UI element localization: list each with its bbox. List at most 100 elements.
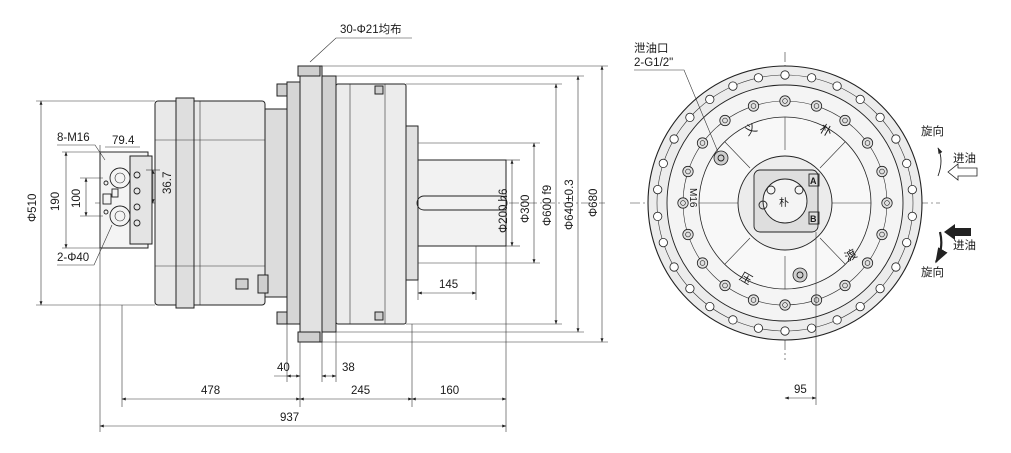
rotation-arrow-bottom — [935, 231, 948, 264]
dim-95: 95 — [794, 384, 807, 396]
pilots-label: 2-Φ40 — [57, 252, 89, 264]
outer-bolt-holes — [653, 70, 917, 336]
inner-bolt-hole-core — [782, 302, 788, 308]
inner-bolt-hole-core — [879, 168, 885, 175]
gearbox-flange — [276, 65, 419, 343]
inner-bolt-hole — [839, 279, 851, 292]
inner-bolt-hole — [747, 100, 760, 112]
inner-bolt-hole — [861, 137, 874, 149]
inner-bolt-hole-core — [750, 103, 757, 109]
outer-bolt-hole — [728, 315, 738, 325]
dim-600: Φ600 f9 — [542, 185, 554, 226]
outer-bolt-hole — [902, 158, 912, 168]
dim-38: 38 — [342, 362, 355, 374]
inner-bolt-hole-core — [813, 297, 820, 303]
right-dims: Φ200 h6 Φ300 Φ600 f9 Φ640±0.3 Φ680 — [322, 65, 608, 343]
inner-bolt-hole — [810, 294, 823, 306]
inner-bolt-hole-core — [685, 168, 691, 175]
inner-bolt-hole — [876, 165, 888, 178]
dim-36-7: 36.7 — [162, 172, 174, 194]
holes-callout: 30-Φ21均布 — [309, 23, 412, 63]
inner-bolt-hole-core — [685, 231, 691, 238]
valve-block — [99, 151, 153, 249]
outer-bolt-hole — [658, 158, 668, 168]
outer-bolt-hole — [685, 283, 695, 294]
outer-bolt-hole — [705, 301, 715, 312]
inner-bolt-hole — [696, 257, 709, 269]
dim-510: Φ510 — [27, 194, 39, 222]
inner-bolt-hole-core — [782, 98, 788, 104]
left-dims: 190 100 Φ510 — [27, 100, 155, 306]
outer-bolt-hole — [902, 238, 912, 248]
inlet-arrow-top — [947, 163, 978, 181]
inlet-label-top: 进油 — [953, 151, 976, 165]
outer-bolt-hole — [753, 73, 764, 83]
bottom-dims: 40 38 478 245 160 937 — [99, 246, 507, 432]
outer-bolt-hole — [653, 211, 663, 221]
dim-245: 245 — [351, 385, 370, 397]
port-a-label: A — [810, 176, 817, 186]
dim-680: Φ680 — [588, 189, 600, 217]
inner-bolt-hole-core — [842, 282, 848, 289]
inner-bolt-hole-core — [722, 282, 728, 289]
outer-bolt-hole — [705, 94, 715, 105]
inner-bolt-hole-core — [699, 260, 706, 266]
outer-bolt-hole — [891, 134, 901, 144]
inner-bolt-hole — [719, 114, 731, 127]
inner-bolt-hole — [861, 257, 874, 269]
inner-bolt-hole-core — [699, 140, 706, 146]
dim-190: 190 — [50, 192, 62, 211]
inlet-arrow-bottom — [944, 224, 971, 240]
inner-bolt-hole-core — [879, 231, 885, 238]
dim-145: 145 — [439, 279, 458, 291]
inner-bolt-hole-core — [750, 297, 757, 303]
port-b-box — [808, 211, 820, 225]
dim-300: Φ300 — [520, 195, 532, 223]
outer-bolt-hole — [891, 262, 901, 272]
dim-40: 40 — [277, 362, 290, 374]
front-view: A B 朴 义 朴 渡 压 M16 泄油口 2-G1/2" 95 — [630, 41, 978, 405]
outer-bolt-hole — [875, 112, 885, 123]
inner-bolt-hole-core — [864, 260, 871, 266]
inner-bolt-hole — [881, 197, 893, 209]
inner-bolt-hole — [779, 299, 791, 311]
inner-bolt-holes — [677, 95, 893, 311]
ports-label: 8-M16 — [57, 132, 90, 144]
dim-640: Φ640±0.3 — [564, 179, 576, 230]
hub-center-char: 朴 — [779, 196, 789, 209]
dim-160: 160 — [440, 385, 459, 397]
output-shaft — [416, 159, 508, 247]
drain-label-1: 泄油口 — [634, 41, 669, 55]
outer-bolt-hole — [653, 185, 663, 195]
rotation-arrow-top — [937, 147, 943, 177]
hub-port-3 — [758, 200, 768, 210]
side-view: 30-Φ21均布 8-M16 79.4 2-Φ40 36.7 190 — [27, 23, 608, 432]
inner-bolt-hole — [747, 294, 760, 306]
drain-label-2: 2-G1/2" — [634, 57, 673, 69]
inner-bolt-hole — [677, 197, 689, 209]
hub-port-1 — [766, 185, 776, 195]
outer-bolt-hole — [780, 70, 790, 80]
inner-bolt-hole — [779, 95, 791, 107]
dim-36-7-group: 36.7 — [146, 169, 174, 204]
dim-100: 100 — [71, 189, 83, 208]
segment-dividers — [699, 117, 871, 289]
outer-bolt-hole — [669, 262, 679, 272]
outer-bolt-hole — [875, 283, 885, 294]
outer-bolt-hole — [685, 112, 695, 123]
inner-bolt-hole-core — [680, 200, 686, 206]
outer-bolt-hole — [832, 81, 842, 91]
dim-145-group: 145 — [417, 246, 477, 300]
rotation-label-bottom: 旋向 — [921, 265, 944, 279]
outer-bolt-hole — [806, 73, 817, 83]
outer-bolt-hole — [780, 326, 790, 336]
drain-fitting-top — [713, 150, 729, 166]
inner-bolt-hole-core — [884, 200, 890, 206]
outer-bolt-hole — [753, 323, 764, 333]
inner-bolt-hole — [719, 279, 731, 292]
outer-bolt-hole — [669, 134, 679, 144]
pilots-callout: 2-Φ40 — [57, 224, 113, 266]
inner-bolt-hole — [839, 114, 851, 127]
outer-bolt-hole — [806, 323, 817, 333]
